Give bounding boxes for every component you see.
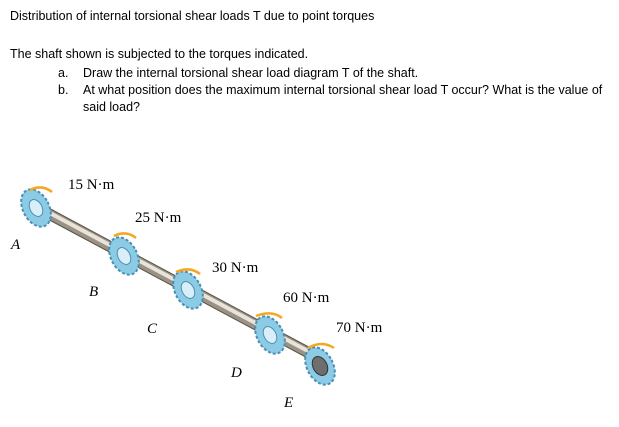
gear-e [304,346,336,386]
torque-arrow-b [113,232,137,240]
question-letter: b. [58,83,69,97]
torque-arrow-c [175,268,201,276]
torque-arrows [29,186,335,350]
point-label-c: C [147,321,158,337]
question-a: a. Draw the internal torsional shear loa… [58,65,618,82]
problem-statement: The shaft shown is subjected to the torq… [10,47,309,61]
shaft-figure: 15 N·m 25 N·m 30 N·m 60 N·m 70 N·m A B C… [0,170,619,422]
point-label-a: A [11,237,21,253]
question-text: Draw the internal torsional shear load d… [83,66,419,80]
question-text: At what position does the maximum intern… [83,83,603,114]
question-b: b. At what position does the maximum int… [58,82,618,116]
question-list: a. Draw the internal torsional shear loa… [58,65,618,116]
torque-arrow-d [255,312,283,320]
torque-arrow-a [29,186,53,194]
torque-arrow-e [307,342,335,350]
gear-c [172,270,204,310]
gear-d [254,315,286,355]
torque-label-e: 70 N·m [336,320,383,336]
point-label-b: B [89,284,99,300]
torque-label-a: 15 N·m [68,177,115,193]
gear-a [20,188,52,228]
torque-label-b: 25 N·m [135,210,182,226]
page-title: Distribution of internal torsional shear… [10,9,375,23]
shaft-illustration [20,186,336,386]
torque-label-d: 60 N·m [283,290,330,306]
gear-b [108,236,140,276]
point-label-d: D [231,365,242,381]
question-letter: a. [58,66,69,80]
point-label-e: E [284,395,294,411]
torque-label-c: 30 N·m [212,260,259,276]
